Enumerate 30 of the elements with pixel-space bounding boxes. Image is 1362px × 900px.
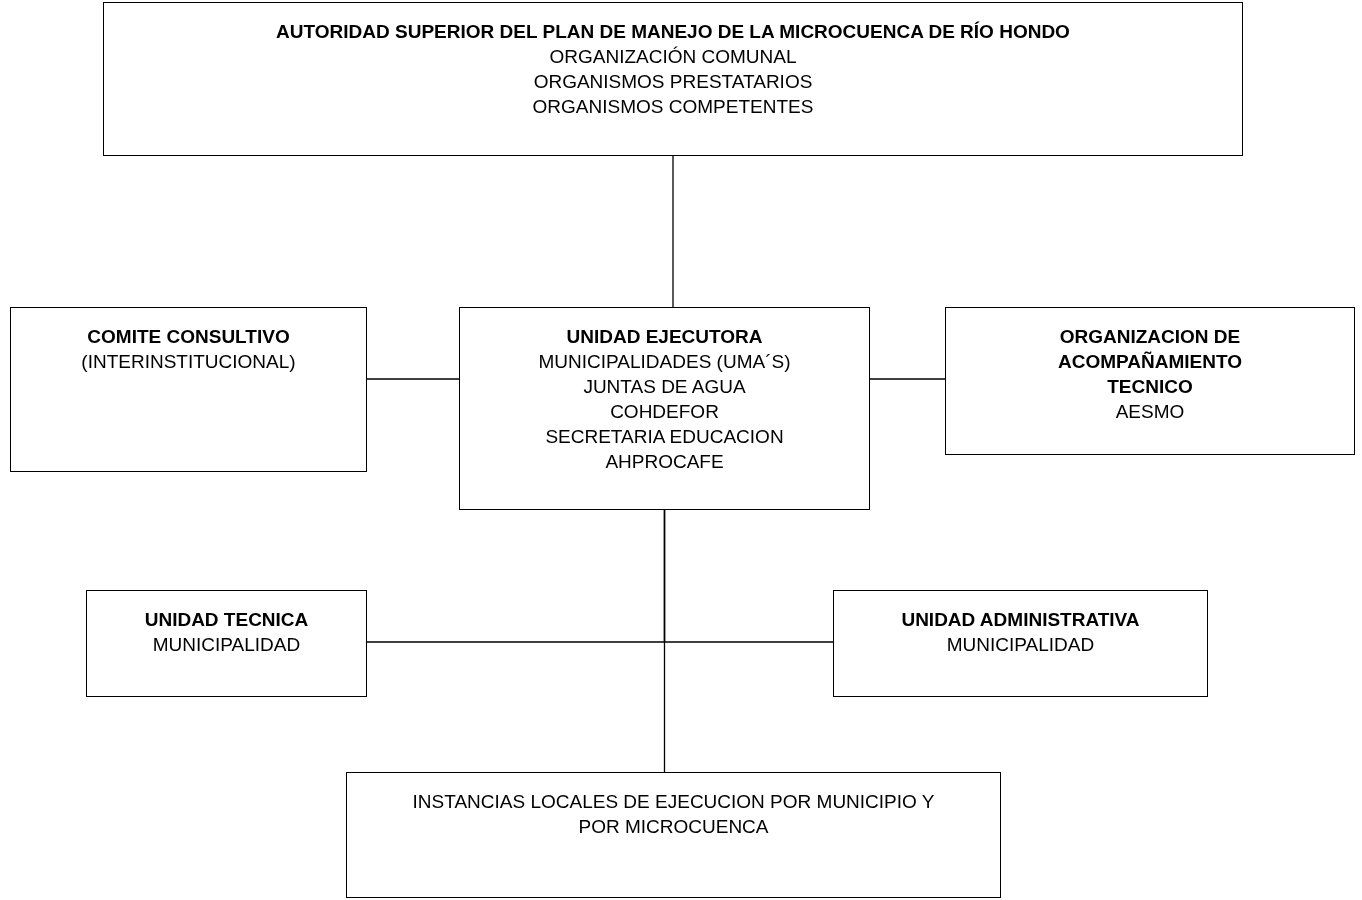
box-heading: ORGANIZACION DE ACOMPAÑAMIENTO TECNICO <box>1057 325 1243 399</box>
org-box <box>86 590 367 697</box>
box-text: ORGANIZACIÓN COMUNAL <box>549 45 797 69</box>
box-text: MUNICIPALIDADES (UMA´S) <box>538 350 791 374</box>
connector-line <box>672 155 674 308</box>
connector-line <box>366 378 460 380</box>
org-box <box>346 772 1001 898</box>
box-heading: UNIDAD EJECUTORA <box>566 325 763 349</box>
connector-line <box>869 378 946 380</box>
org-box <box>459 307 870 510</box>
box-text: INSTANCIAS LOCALES DE EJECUCION POR MUNICIPIO Y POR MICROCUENCA <box>411 790 936 839</box>
box-text: MUNICIPALIDAD <box>946 633 1095 657</box>
box-text: AHPROCAFE <box>605 450 724 474</box>
box-heading: COMITE CONSULTIVO <box>87 325 290 349</box>
box-text: JUNTAS DE AGUA <box>583 375 746 399</box>
org-box <box>945 307 1355 455</box>
box-text: COHDEFOR <box>610 400 719 424</box>
box-text: AESMO <box>1115 400 1185 424</box>
box-text: MUNICIPALIDAD <box>152 633 301 657</box>
org-box <box>10 307 367 472</box>
box-text: ORGANISMOS COMPETENTES <box>532 95 814 119</box>
box-text: ORGANISMOS PRESTATARIOS <box>533 70 813 94</box>
box-heading: UNIDAD ADMINISTRATIVA <box>901 608 1140 632</box>
connector-line <box>663 509 666 773</box>
box-text: (INTERINSTITUCIONAL) <box>81 350 296 374</box>
org-box <box>833 590 1208 697</box>
box-heading: UNIDAD TECNICA <box>144 608 309 632</box>
box-text: SECRETARIA EDUCACION <box>545 425 784 449</box>
box-heading: AUTORIDAD SUPERIOR DEL PLAN DE MANEJO DE LA MICROCUENCA DE RÍO HONDO <box>276 20 1070 44</box>
org-box <box>103 2 1243 156</box>
